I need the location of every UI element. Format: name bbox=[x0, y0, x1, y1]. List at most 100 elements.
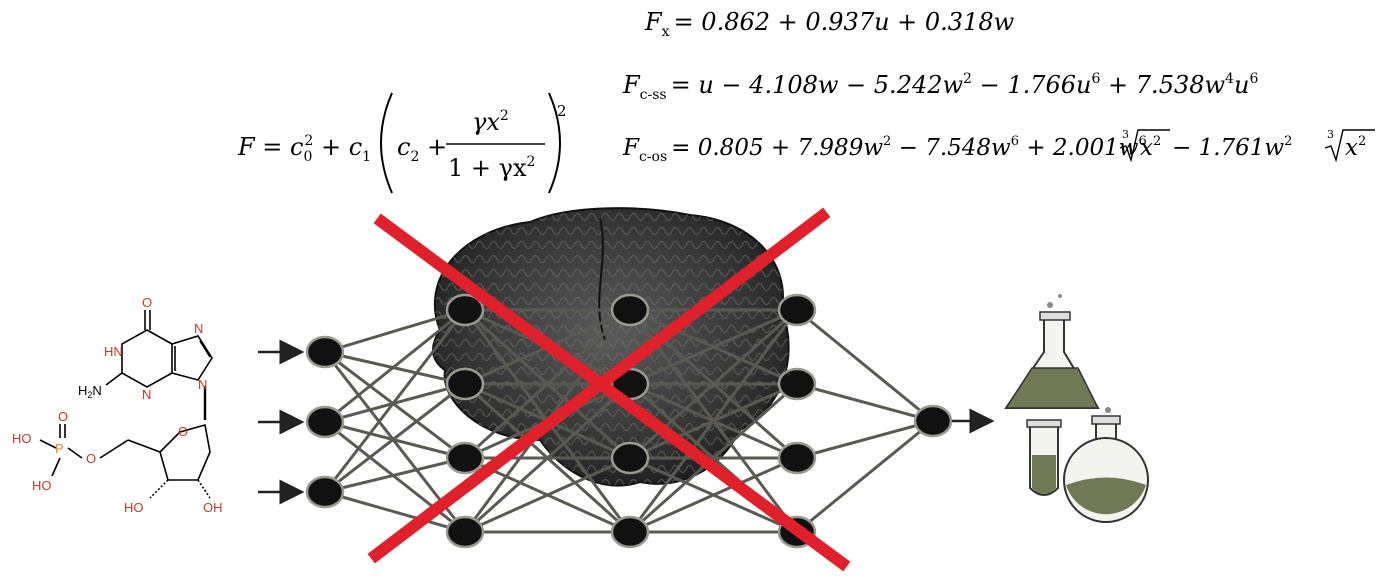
svg-text:Fc-ss= u − 4.108w − 5.242w2 −: Fc-ss= u − 4.108w − 5.242w2 − 1.766u6 + … bbox=[622, 71, 1258, 103]
nn-node-layer-4 bbox=[777, 293, 817, 327]
eq-frac-num: γx bbox=[472, 108, 500, 136]
fcos-t2-sup: 6 bbox=[1011, 134, 1019, 149]
nn-edge bbox=[324, 420, 466, 460]
nn-node-layer-1 bbox=[305, 405, 345, 439]
svg-text:x2: x2 bbox=[1140, 134, 1161, 161]
atom-oh-right: OH bbox=[203, 500, 223, 515]
fx-lhs: F bbox=[644, 8, 663, 36]
fcss-t2-sup: 6 bbox=[1092, 71, 1101, 87]
svg-text:Fx= 0.862 + 0.937u + 0.318w: Fx= 0.862 + 0.937u + 0.318w bbox=[644, 8, 1015, 40]
svg-text:c2 +: c2 + bbox=[397, 133, 447, 165]
nn-node-layer-2 bbox=[445, 441, 485, 475]
fcos-lhs: F bbox=[622, 135, 640, 161]
eq-c0: c bbox=[290, 133, 303, 161]
eq-c0-sup: 2 bbox=[304, 133, 313, 149]
brain-folds bbox=[433, 208, 789, 486]
fcos-root1-sup: 2 bbox=[1153, 134, 1161, 149]
atom-oh-left: HO bbox=[124, 500, 144, 515]
eq-c0-sub: 0 bbox=[303, 149, 312, 165]
test-tube-icon bbox=[1026, 419, 1062, 496]
nn-edge bbox=[629, 308, 798, 386]
eq-paren-right bbox=[548, 92, 561, 194]
eq-equals: = bbox=[255, 133, 290, 161]
fcss-t4-sup: 6 bbox=[1249, 71, 1258, 87]
bond-oh-right bbox=[197, 479, 211, 499]
equation-general-form: F = c02 + c1 c2 + γx2 1 + γx2 2 bbox=[237, 92, 567, 194]
fcos-root1-body: x bbox=[1140, 135, 1153, 161]
bond-imidazole-ring bbox=[171, 335, 213, 381]
brain-fissure bbox=[598, 217, 606, 341]
eq-frac-num-sup: 2 bbox=[500, 108, 509, 124]
nn-node-layer-1 bbox=[305, 475, 345, 509]
nn-node-layer-1 bbox=[305, 335, 345, 369]
nn-edge bbox=[628, 309, 799, 533]
nn-edge bbox=[323, 309, 467, 493]
atom-p: P bbox=[55, 441, 64, 456]
svg-text:x2: x2 bbox=[1345, 134, 1366, 161]
nn-node-layer-2 bbox=[445, 293, 485, 327]
nn-edge bbox=[796, 308, 934, 423]
fcos-root2-body: x bbox=[1345, 135, 1358, 161]
fcos-root2-radical bbox=[1324, 129, 1375, 163]
svg-text:− 1.761w2: − 1.761w2 bbox=[1172, 134, 1292, 161]
atom-n-left: N bbox=[142, 387, 151, 402]
fcss-lhs: F bbox=[622, 71, 641, 99]
fx-rhs: = 0.862 + 0.937u + 0.318w bbox=[674, 8, 1015, 36]
eq-c1: c bbox=[349, 133, 362, 161]
fcos-root1-radical bbox=[1119, 129, 1170, 163]
eq-c2: c bbox=[397, 133, 410, 161]
nn-edge bbox=[324, 382, 466, 494]
fcss-t4: u bbox=[1234, 71, 1249, 99]
eq-plus-1: + bbox=[313, 133, 348, 161]
fcos-lhs-sub: c-os bbox=[639, 149, 667, 165]
bond-amine bbox=[105, 372, 123, 386]
eq-F: F bbox=[237, 133, 256, 161]
atom-o-link: O bbox=[86, 451, 96, 466]
nn-edge bbox=[629, 382, 798, 534]
nn-node-layer-5 bbox=[913, 404, 953, 438]
fcss-lhs-sub: c-ss bbox=[640, 87, 667, 103]
bond-p-oh-left bbox=[39, 439, 57, 449]
nn-node-layer-4 bbox=[777, 441, 817, 475]
fcos-root1-index: 3 bbox=[1122, 128, 1129, 141]
bubble-icon bbox=[1058, 294, 1062, 298]
molecule-atom-labels: O HN N H2N N N O HO P O HO O HO OH bbox=[12, 295, 223, 515]
nn-node-layer-3 bbox=[610, 293, 650, 327]
bubble-icon bbox=[1047, 302, 1053, 308]
svg-text:Fc-os= 0.805 + 7.989w2 − 7.548: Fc-os= 0.805 + 7.989w2 − 7.548w6 + 2.001… bbox=[622, 134, 1147, 165]
fcos-root2-sup: 2 bbox=[1358, 134, 1366, 149]
atom-h2n: H2N bbox=[78, 383, 102, 400]
molecule-nucleotide bbox=[39, 310, 213, 499]
atom-ho-phos-left: HO bbox=[12, 431, 32, 446]
eq-frac-den: 1 + γx bbox=[448, 154, 527, 182]
nn-edge bbox=[629, 456, 798, 534]
nn-edge bbox=[324, 350, 466, 386]
lab-glassware bbox=[1004, 294, 1149, 523]
svg-text:F = c02 + c1: F = c02 + c1 bbox=[237, 133, 371, 165]
bond-p-oh-bottom bbox=[51, 457, 61, 477]
nn-nodes bbox=[305, 293, 953, 549]
nn-edge bbox=[324, 350, 466, 460]
fcss-t1: = u − 4.108w − 5.242w bbox=[671, 71, 964, 99]
fcos-t2: − 7.548w bbox=[891, 135, 1011, 161]
brain-image bbox=[432, 207, 790, 487]
nn-edge bbox=[324, 308, 466, 354]
bubble-icon bbox=[1105, 407, 1111, 413]
fcos-t1: = 0.805 + 7.989w bbox=[671, 135, 883, 161]
nn-edge bbox=[796, 382, 934, 423]
nn-node-layer-2 bbox=[445, 367, 485, 401]
fcss-t3: + 7.538w bbox=[1100, 71, 1225, 99]
bond-p-o bbox=[67, 447, 83, 459]
eq-frac-den-sup: 2 bbox=[527, 154, 536, 170]
nn-node-layer-2 bbox=[445, 515, 485, 549]
atom-n-right: N bbox=[198, 377, 207, 392]
fcos-t1-sup: 2 bbox=[883, 134, 891, 149]
fcos-t3-sup: 6 bbox=[1138, 134, 1146, 149]
svg-text:1 + γx2: 1 + γx2 bbox=[448, 154, 535, 182]
equation-fx: Fx= 0.862 + 0.937u + 0.318w bbox=[644, 8, 1015, 40]
cross-stroke-2 bbox=[367, 207, 831, 564]
nn-edge bbox=[324, 420, 466, 534]
equation-fcos: Fc-os= 0.805 + 7.989w2 − 7.548w6 + 2.001… bbox=[622, 128, 1375, 165]
fcss-t1-sup: 2 bbox=[963, 71, 972, 87]
